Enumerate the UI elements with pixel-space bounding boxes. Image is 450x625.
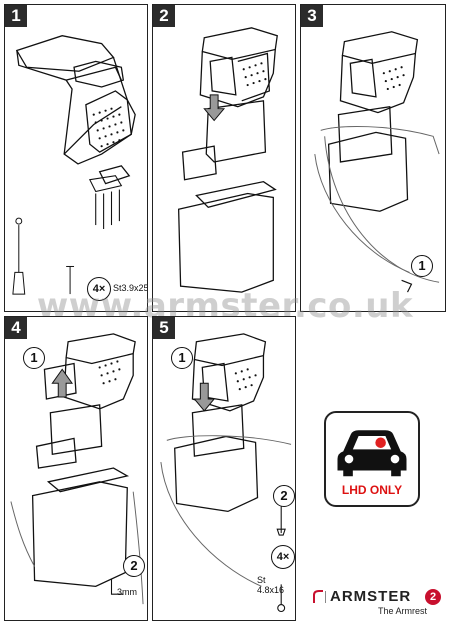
panel-number: 4 — [5, 317, 27, 339]
panel-number: 2 — [153, 5, 175, 27]
armrest-final-fit-illustration — [160, 333, 292, 613]
screw-count-badge: 4× — [271, 545, 295, 569]
brand-name: ARMSTER — [330, 588, 412, 605]
step-marker: 2 — [273, 485, 295, 507]
panel-step-3: 3 1 — [300, 4, 446, 312]
gap-label: 3mm — [117, 587, 137, 597]
screw-count-badge: 4× — [87, 277, 111, 301]
step-marker: 1 — [411, 255, 433, 277]
panel-step-1: 1 4× St3.9x25 — [4, 4, 148, 312]
panel-number: 1 — [5, 5, 27, 27]
lhd-only-badge: LHD ONLY — [324, 411, 420, 507]
brand-logo: ARMSTER 2 The Armrest — [312, 588, 442, 620]
armster-mark-icon — [313, 590, 323, 603]
brand-model-badge: 2 — [425, 589, 441, 605]
armrest-installed-illustration — [314, 31, 440, 293]
step-marker: 2 — [123, 555, 145, 577]
brand-separator — [325, 591, 326, 603]
panel-step-2: 2 — [152, 4, 296, 312]
car-icon — [337, 430, 407, 477]
screw-size-label: St 4.8x16 — [257, 575, 285, 595]
step-marker: 1 — [23, 347, 45, 369]
step-marker: 1 — [171, 347, 193, 369]
lhd-only-label: LHD ONLY — [341, 483, 403, 497]
armrest-lowering-illustration — [177, 27, 278, 293]
panel-number: 3 — [301, 5, 323, 27]
panel-step-4: 4 1 2 3mm — [4, 316, 148, 621]
brand-tagline: The Armrest — [378, 606, 428, 616]
armrest-exploded-illustration — [12, 35, 136, 295]
panel-step-5: 5 1 2 4× St 4.8x16 — [152, 316, 296, 621]
armrest-removal-illustration — [10, 333, 144, 605]
panel-number: 5 — [153, 317, 175, 339]
screw-size-label: St3.9x25 — [113, 283, 148, 293]
